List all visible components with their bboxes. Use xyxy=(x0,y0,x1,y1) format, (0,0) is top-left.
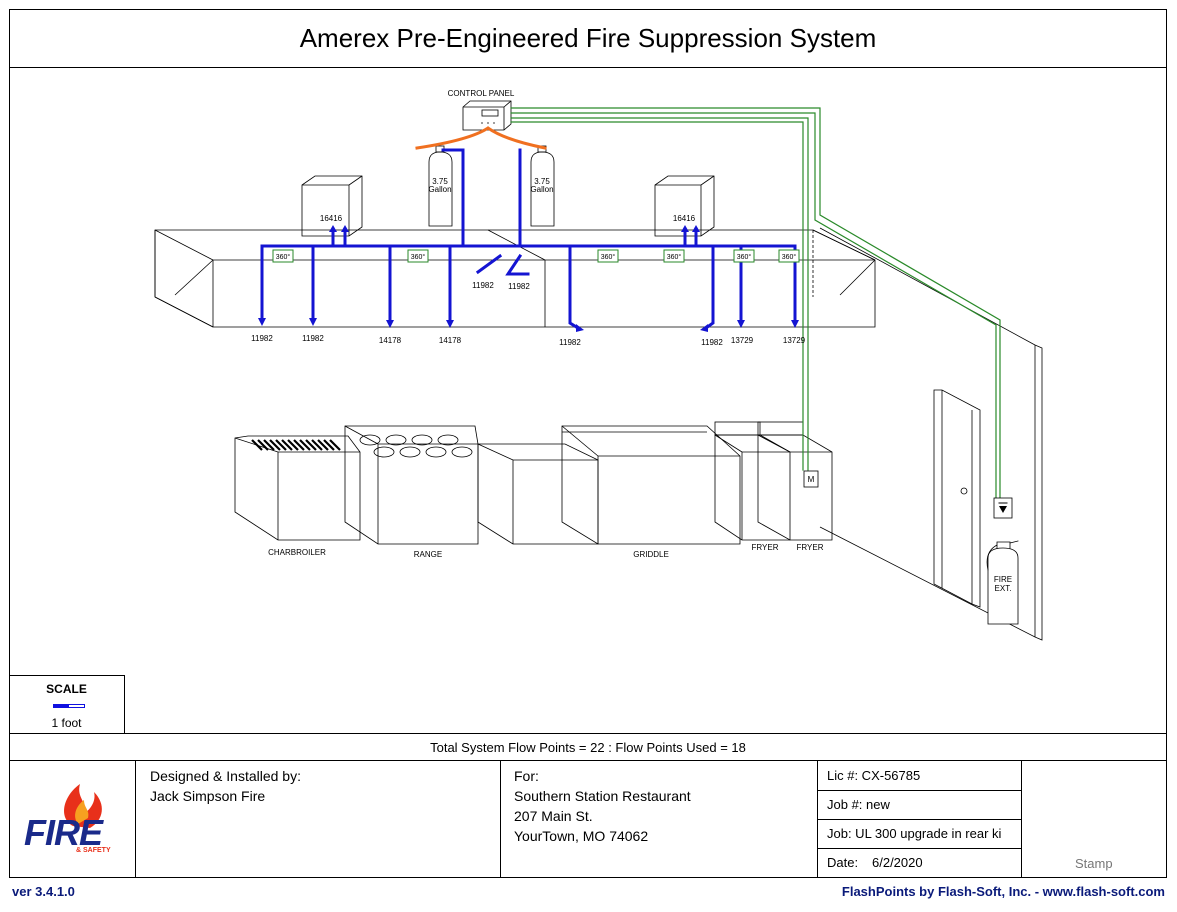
range xyxy=(344,425,479,545)
nozzle-label: 13729 xyxy=(783,336,806,345)
date-label: Date: xyxy=(827,855,859,870)
nozzle-label: 11982 xyxy=(559,338,581,347)
detector-label: 360° xyxy=(667,253,682,261)
client-name: Southern Station Restaurant xyxy=(514,788,691,804)
credit-link[interactable]: FlashPoints by Flash-Soft, Inc. - www.fl… xyxy=(841,884,1165,899)
logo-subtext: & SAFETY xyxy=(76,847,111,854)
nozzle-label: 13729 xyxy=(731,336,754,345)
fire-extinguisher-label: EXT. xyxy=(995,584,1012,593)
client-address: 207 Main St. xyxy=(514,808,593,824)
scale-label: SCALE xyxy=(46,682,87,696)
door xyxy=(933,389,981,608)
nozzle-label: 11982 xyxy=(251,334,273,343)
scale-legend: SCALE 1 foot xyxy=(9,675,125,733)
nozzle-label: 11982 xyxy=(701,338,723,347)
appliance-label-griddle: GRIDDLE xyxy=(633,550,669,559)
worktable xyxy=(477,443,599,545)
flame-inner-icon xyxy=(75,800,89,824)
tank-size-right: 3.75 xyxy=(534,177,550,186)
drawing-frame xyxy=(9,9,1167,878)
appliance-label-fryer: FRYER xyxy=(752,543,779,552)
nozzle-label: 11982 xyxy=(472,281,494,290)
tank-size-left: 3.75 xyxy=(432,177,448,186)
fire-extinguisher-label: FIRE xyxy=(994,575,1012,584)
nozzle-label: 11982 xyxy=(508,282,530,291)
plenum-box-right xyxy=(654,175,715,237)
fryer-left xyxy=(714,421,791,541)
version-label: ver 3.4.1.0 xyxy=(12,884,75,899)
job-number: Job #: new xyxy=(827,797,890,812)
plenum-label-right: 16416 xyxy=(673,214,696,223)
appliance-label-range: RANGE xyxy=(414,550,442,559)
detector-label: 360° xyxy=(276,253,291,261)
appliance-label-fryer: FRYER xyxy=(797,543,824,552)
griddle xyxy=(561,425,741,545)
license-number: Lic #: CX-56785 xyxy=(827,768,921,783)
stamp-label: Stamp xyxy=(1075,856,1113,871)
scale-value: 1 foot xyxy=(51,716,82,730)
scale-bar xyxy=(53,704,85,708)
detector-label: 360° xyxy=(411,253,426,261)
installer-name: Jack Simpson Fire xyxy=(150,788,266,804)
appliance-label-charbroiler: CHARBROILER xyxy=(268,548,326,557)
plenum-box-left xyxy=(301,175,363,237)
detector-label: 360° xyxy=(737,253,752,261)
client-city: YourTown, MO 74062 xyxy=(514,828,649,844)
flow-points-summary: Total System Flow Points = 22 : Flow Poi… xyxy=(9,733,1167,761)
logo-text: FIRE xyxy=(24,812,103,853)
nozzle-label: 14178 xyxy=(379,336,402,345)
system-diagram: CONTROL PANEL 3.75 Gallon 3.75 Gallon 16… xyxy=(154,89,1043,641)
detector-label: 360° xyxy=(601,253,616,261)
designed-by-heading: Designed & Installed by: xyxy=(150,768,301,784)
company-logo: FIRE & SAFETY xyxy=(18,778,128,858)
detector-label: 360° xyxy=(782,253,797,261)
nozzle-label: 11982 xyxy=(302,334,324,343)
control-panel-label: CONTROL PANEL xyxy=(448,89,515,98)
charbroiler xyxy=(234,435,361,541)
control-panel xyxy=(462,100,512,131)
job-description: Job: UL 300 upgrade in rear ki xyxy=(827,826,1002,841)
manual-pull-label: M xyxy=(808,475,815,484)
date-value: 6/2/2020 xyxy=(872,855,923,870)
page-title: Amerex Pre-Engineered Fire Suppression S… xyxy=(9,9,1167,68)
tank-unit-right: Gallon xyxy=(530,185,553,194)
nozzle-label: 14178 xyxy=(439,336,462,345)
exhaust-hood xyxy=(154,229,876,328)
tank-unit-left: Gallon xyxy=(428,185,451,194)
client-heading: For: xyxy=(514,768,539,784)
plenum-label-left: 16416 xyxy=(320,214,343,223)
